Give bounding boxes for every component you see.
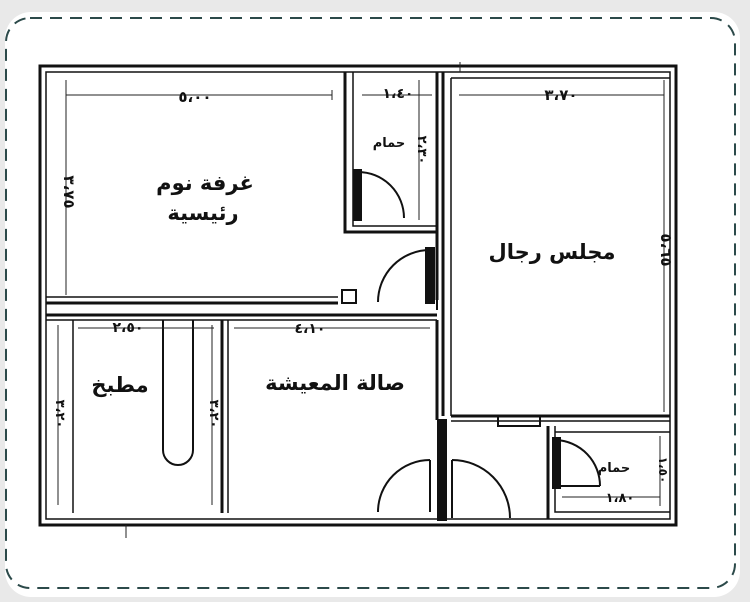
bedroom-door — [377, 247, 435, 304]
label-mens-majlis: مجلس رجال — [488, 240, 615, 264]
dim-living-width: ٤،١٠ — [295, 321, 326, 337]
dim-top-bath-width: ١،٤٠ — [383, 86, 414, 102]
dim-bedroom-height: ٣،٧٥ — [60, 175, 78, 208]
dimension-lines — [57, 62, 665, 538]
entrance-doors — [377, 419, 511, 521]
dim-living-height: ٣،٢٠ — [206, 400, 221, 429]
label-master-bedroom-line1: غرفة نوم — [156, 171, 254, 195]
dashed-border — [5, 17, 736, 589]
outer-walls — [38, 64, 678, 527]
majlis-walls — [450, 77, 670, 427]
label-top-bath: حمام — [373, 136, 406, 151]
dim-majlis-height: ٥،٦٥ — [657, 233, 675, 266]
label-small-bath: حمام — [598, 461, 631, 476]
label-kitchen: مطبخ — [91, 373, 148, 397]
dim-small-bath-width: ١،٨٠ — [606, 491, 635, 506]
dim-kitchen-width: ٢،٥٠ — [113, 320, 144, 336]
dim-kitchen-height: ٣،٢٠ — [52, 400, 67, 429]
dim-top-bath-height: ٢،٣٠ — [414, 136, 429, 165]
label-master-bedroom-line2: رئيسية — [167, 201, 238, 225]
small-bath-door — [552, 437, 602, 489]
dim-small-bath-height: ١،٥٠ — [656, 457, 670, 484]
label-living-hall: صالة المعيشة — [265, 371, 405, 395]
dim-majlis-width: ٣،٧٠ — [544, 86, 577, 104]
dim-bedroom-width: ٥،٠٠ — [178, 88, 211, 106]
top-bath-walls — [435, 72, 445, 416]
master-bedroom-walls — [46, 72, 437, 305]
top-bath-door — [353, 169, 405, 221]
